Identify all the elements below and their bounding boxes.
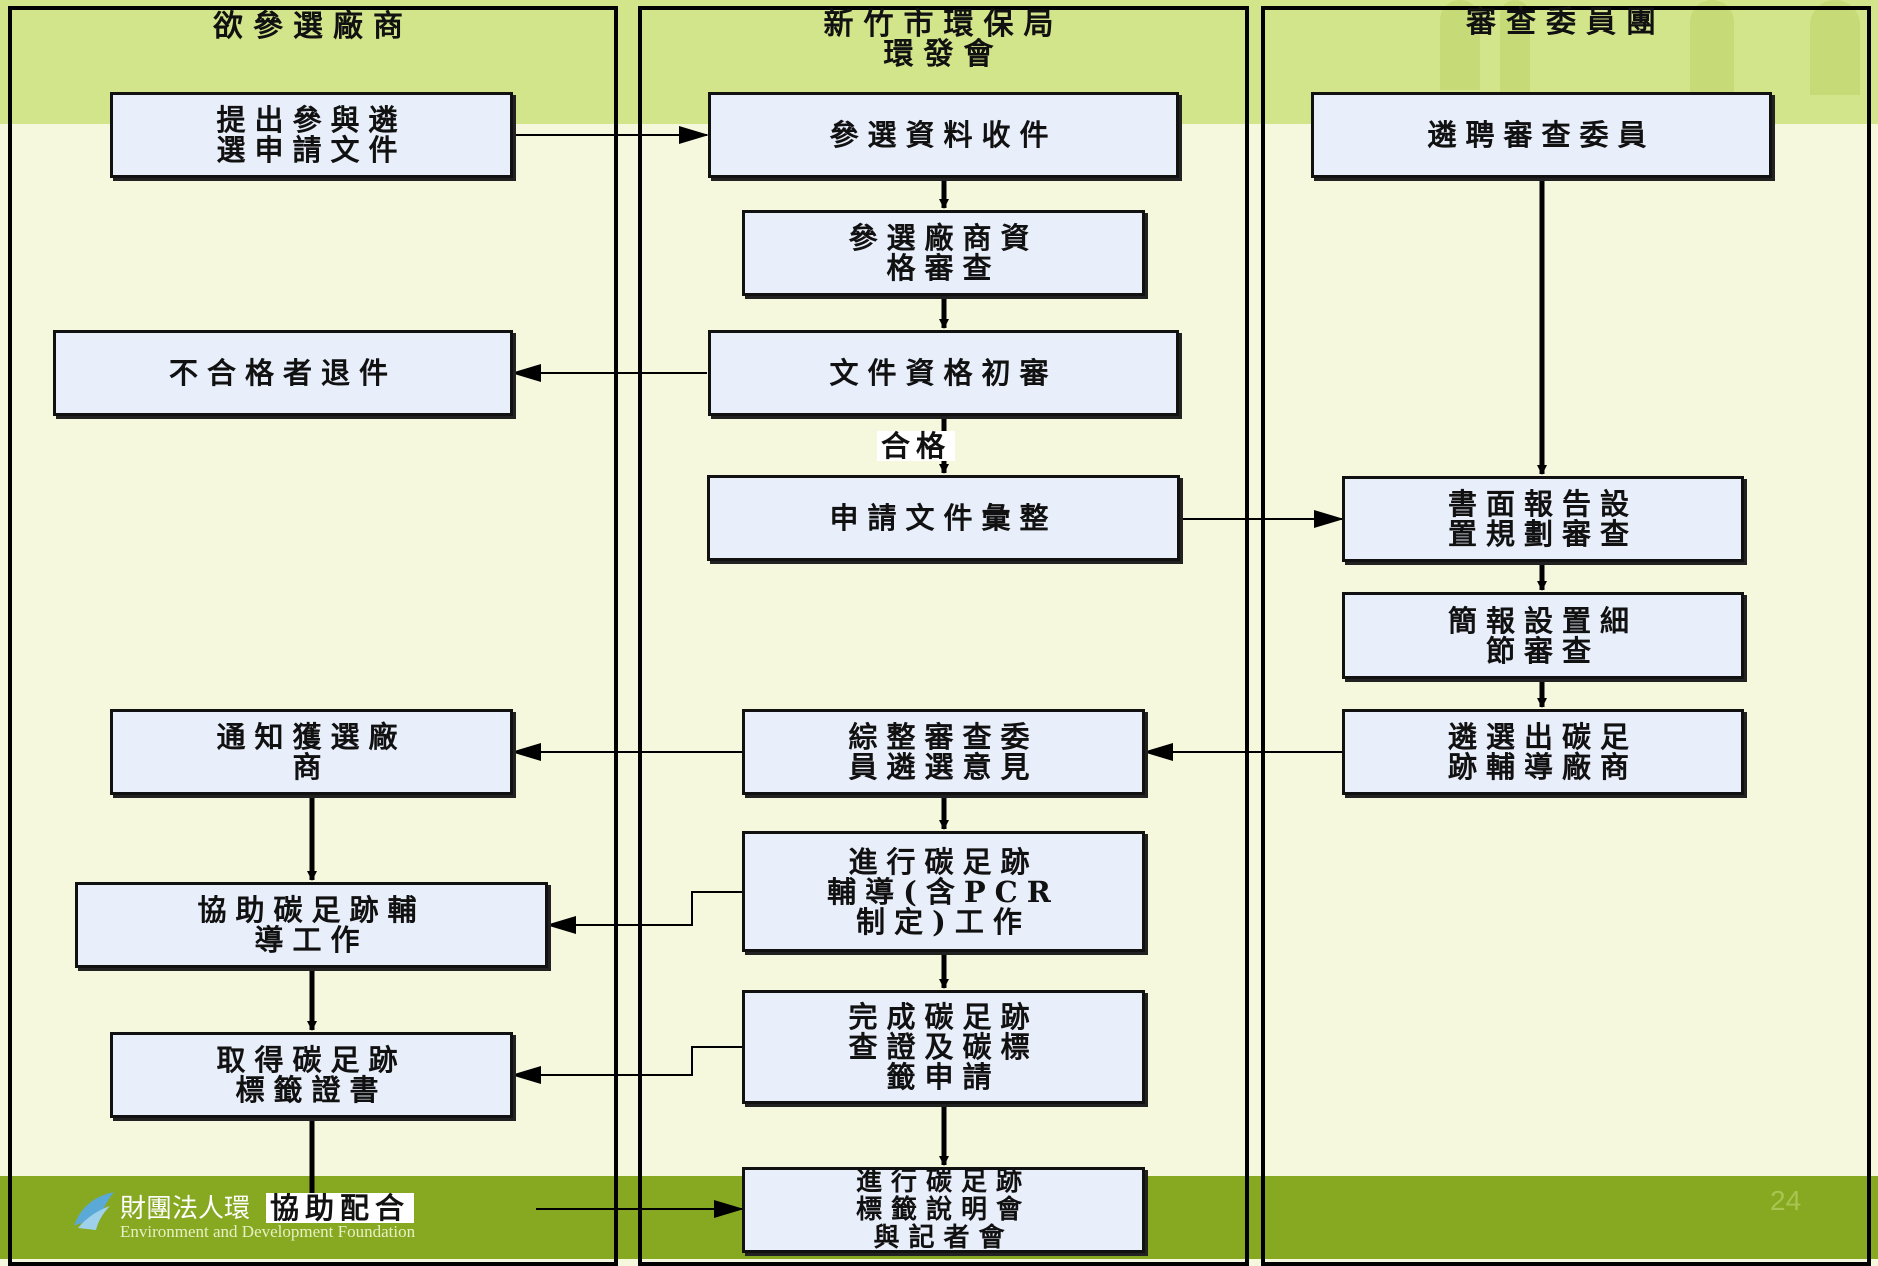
step-complete-verification: 完成碳足跡查證及碳標籤申請: [742, 990, 1145, 1104]
lane-title-epb-line1: 新竹市環保局: [823, 7, 1064, 42]
foundation-logo-icon: [74, 1192, 114, 1230]
box-line: 遴聘審查委員: [1427, 118, 1656, 152]
step-qualification-review: 參選廠商資格審查: [742, 210, 1145, 296]
box-line: 查證及碳標: [848, 1030, 1039, 1064]
step-hire-reviewers: 遴聘審查委員: [1311, 92, 1772, 178]
box-line: 參選資料收件: [829, 118, 1058, 152]
box-line: 節審查: [1485, 633, 1600, 668]
arrow-guidance-to-assist: [546, 891, 742, 934]
foundation-name-en: Environment and Development Foundation: [120, 1222, 416, 1241]
step-submit-application: 提出參與遴選申請文件: [110, 92, 513, 178]
step-collect-documents: 參選資料收件: [708, 92, 1179, 178]
box-line: 格審查: [886, 251, 1001, 285]
step-written-report-review: 書面報告設置規劃審查: [1342, 476, 1744, 562]
label-pass: 合格: [877, 431, 956, 461]
box-line: 跡輔導廠商: [1447, 750, 1638, 784]
tree-decoration: [1690, 0, 1734, 100]
box-line: 申請文件彙整: [829, 501, 1058, 535]
box-line: 選申請文件: [216, 133, 407, 167]
box-line: 與記者會: [873, 1223, 1014, 1253]
box-line: 書面報告設: [1447, 487, 1638, 521]
box-line: 完成碳足跡: [848, 1000, 1039, 1034]
step-presentation-review: 簡報設置細節審查: [1342, 592, 1744, 679]
box-line: 制定)工作: [856, 904, 1031, 939]
box-line: 提出參與遴: [216, 103, 407, 137]
step-select-vendors: 遴選出碳足跡輔導廠商: [1342, 709, 1744, 795]
step-consolidate-opinions: 綜整審查委員遴選意見: [742, 709, 1145, 795]
box-line: 不合格者退件: [168, 356, 397, 390]
box-line: 參選廠商資: [848, 221, 1039, 255]
box-line: 進行碳足跡: [848, 844, 1039, 879]
box-line: 標籤說明會: [855, 1195, 1031, 1225]
tree-decoration: [1810, 0, 1860, 95]
step-compile-documents: 申請文件彙整: [707, 475, 1180, 561]
box-line: 員遴選意見: [848, 750, 1039, 784]
lane-title-epb-line2: 環發會: [883, 37, 1004, 72]
step-obtain-certificate: 取得碳足跡標籤證書: [110, 1032, 513, 1118]
tree-decoration: [1440, 0, 1480, 90]
step-reject-unqualified: 不合格者退件: [53, 330, 513, 416]
lane-title-vendor: 欲參選廠商: [213, 9, 413, 44]
foundation-name: 財團法人環: [120, 1194, 251, 1224]
lane-title-epb: 新竹市環保局 環發會: [638, 10, 1249, 70]
step-initial-review: 文件資格初審: [708, 330, 1179, 416]
box-line: 通知獲選廠: [216, 720, 407, 754]
label-cooperate: 協助配合: [266, 1193, 415, 1223]
step-notify-selected: 通知獲選廠商: [110, 709, 513, 795]
step-assist-guidance: 協助碳足跡輔導工作: [75, 882, 548, 968]
step-press-conference: 進行碳足跡標籤說明會與記者會: [742, 1167, 1145, 1253]
box-line: 輔導(含PCR: [827, 874, 1060, 909]
box-line: 商: [292, 750, 331, 784]
box-line: 進行碳足跡: [855, 1167, 1031, 1197]
tree-decoration: [1500, 0, 1530, 110]
box-line: 置規劃審查: [1447, 517, 1638, 551]
box-line: 導工作: [254, 923, 369, 957]
box-line: 協助碳足跡輔: [197, 893, 426, 927]
box-line: 綜整審查委: [848, 720, 1039, 754]
arrow-complete-to-obtain: [511, 1046, 742, 1084]
box-line: 簡報設置細: [1447, 603, 1638, 638]
box-line: 遴選出碳足: [1447, 720, 1638, 754]
box-line: 標籤證書: [235, 1073, 388, 1107]
box-line: 文件資格初審: [829, 356, 1058, 390]
page-number: 24: [1770, 1185, 1802, 1216]
box-line: 籤申請: [886, 1060, 1001, 1094]
lane-title-committee: 審查委員團: [1466, 5, 1666, 40]
box-line: 取得碳足跡: [216, 1043, 407, 1077]
